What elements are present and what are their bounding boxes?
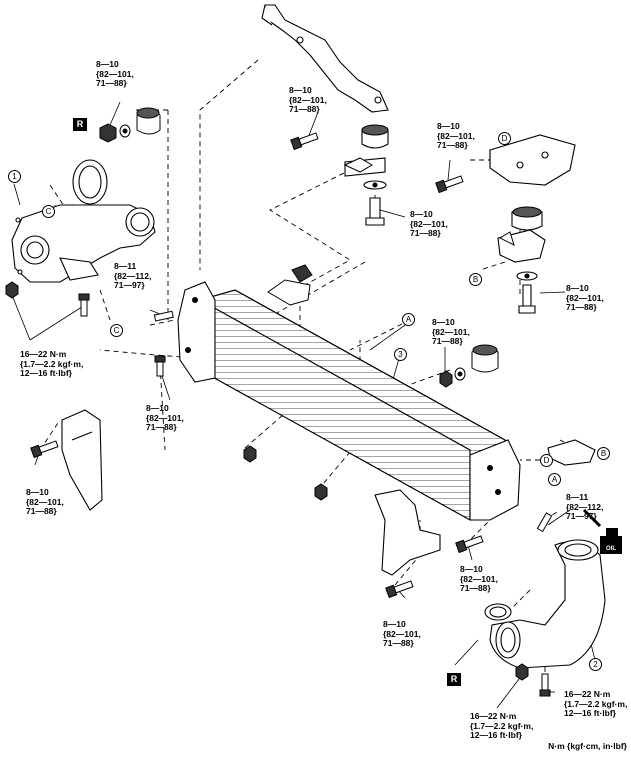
inlet-o-ring (72, 159, 108, 205)
callout-b-right: B (597, 447, 610, 460)
outlet-o-ring (484, 603, 512, 621)
upper-mounting-bracket (261, 4, 389, 113)
lower-left-air-guide (61, 409, 103, 511)
lower-right-air-guide (374, 489, 441, 576)
torque-label-left-bolt: 8—10 {82—101, 71—88} (146, 403, 184, 433)
cooler-mount-brackets (267, 157, 515, 306)
side-bracket (547, 439, 596, 466)
right-side-washer-bushing (454, 344, 499, 381)
torque-label-right-nut: 8—10 {82—101, 71—88} (432, 317, 470, 347)
replace-mark-outlet: R (447, 673, 461, 686)
torque-label-stud-right: 8—11 {82—112, 71—97} (566, 492, 604, 522)
torque-label-lower-left-bolt: 8—10 {82—101, 71—88} (26, 487, 64, 517)
callout-c-hose: C (42, 205, 55, 218)
callout-2: 2 (589, 658, 602, 671)
top-left-fastener-set (99, 107, 161, 143)
callout-d-bracket: D (498, 132, 511, 145)
torque-label-lower-cooler-bolt: 8—10 {82—101, 71—88} (460, 564, 498, 594)
right-upper-bracket (489, 134, 576, 314)
callout-a-top: A (402, 313, 415, 326)
torque-label-outlet-bolt: 16—22 N·m {1.7—2.2 kgf·m, 12—16 ft·lbf} (564, 689, 628, 719)
torque-label-air-guide-bolt: 8—10 {82—101, 71—88} (383, 619, 421, 649)
outlet-air-hose (489, 539, 606, 669)
torque-label-inlet-hose: 16—22 N·m {1.7—2.2 kgf·m, 12—16 ft·lbf} (20, 349, 84, 379)
callout-c-cooler: C (110, 324, 123, 337)
nuts (5, 281, 529, 681)
replace-mark-inlet: R (73, 118, 87, 131)
torque-label-right-bracket-bolt: 8—10 {82—101, 71—88} (437, 121, 475, 151)
callout-a-bottom: A (548, 473, 561, 486)
callout-3: 3 (394, 348, 407, 361)
torque-label-top-left-bolt: 8—10 {82—101, 71—88} (96, 59, 134, 89)
oil-icon: OIL (582, 508, 622, 554)
top-rubber-mount (344, 124, 389, 226)
torque-label-top-mount-bolt: 8—10 {82—101, 71—88} (410, 209, 448, 239)
callout-b-left: B (469, 273, 482, 286)
torque-label-outlet-nut: 16—22 N·m {1.7—2.2 kgf·m, 12—16 ft·lbf} (470, 711, 534, 741)
units-note: N·m {kgf·cm, in·lbf} (548, 741, 627, 751)
inlet-air-hose (11, 204, 156, 283)
bolts (30, 132, 553, 697)
intercooler-core (177, 281, 521, 521)
oil-label: OIL (606, 546, 616, 552)
callout-d-cooler: D (540, 454, 553, 467)
torque-label-stud-left: 8—11 {82—112, 71—97} (114, 261, 152, 291)
torque-label-top-bracket-bolt: 8—10 {82—101, 71—88} (289, 85, 327, 115)
callout-1: 1 (8, 170, 21, 183)
torque-label-right-mount-bolt: 8—10 {82—101, 71—88} (566, 283, 604, 313)
